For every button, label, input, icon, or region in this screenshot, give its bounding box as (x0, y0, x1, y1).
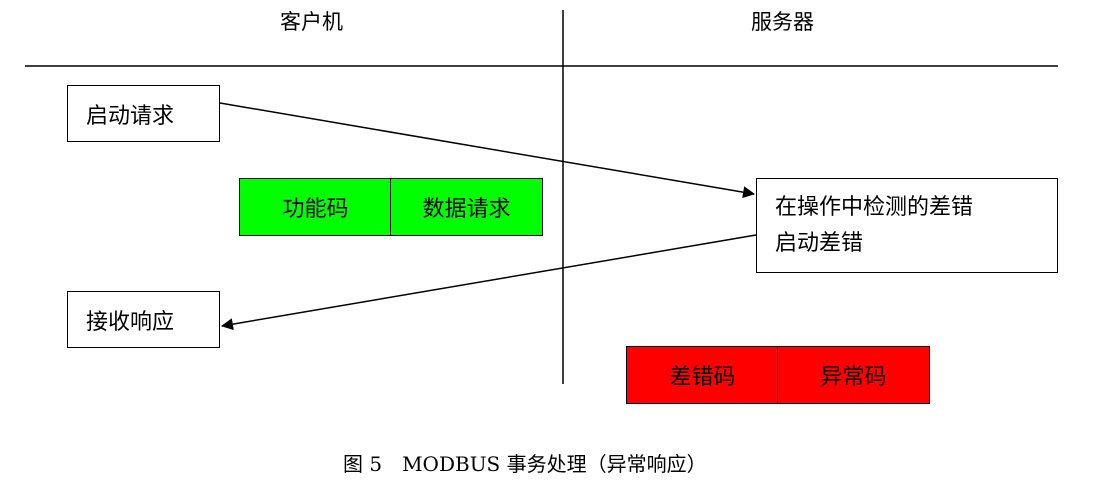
error-code-cell: 差错码 (626, 346, 779, 404)
start-request-box: 启动请求 (67, 85, 220, 142)
receive-response-label: 接收响应 (86, 309, 175, 335)
client-header: 客户机 (280, 10, 343, 34)
function-code-label: 功能码 (282, 197, 349, 222)
exception-code-label: 异常码 (820, 365, 887, 390)
exception-code-cell: 异常码 (777, 346, 930, 404)
server-error-box: 在操作中检测的差错 启动差错 (756, 178, 1058, 273)
data-request-cell: 数据请求 (390, 178, 543, 236)
response-arrow (221, 234, 757, 331)
figure-caption: 图 5 MODBUS 事务处理（异常响应） (343, 452, 707, 476)
error-code-label: 差错码 (669, 365, 736, 390)
function-code-cell: 功能码 (239, 178, 392, 236)
start-request-label: 启动请求 (86, 103, 175, 129)
request-arrow (219, 102, 755, 199)
server-error-line2: 启动差错 (775, 230, 864, 256)
server-header: 服务器 (751, 10, 814, 34)
server-error-line1: 在操作中检测的差错 (775, 194, 974, 220)
data-request-label: 数据请求 (422, 197, 511, 222)
receive-response-box: 接收响应 (67, 291, 220, 348)
